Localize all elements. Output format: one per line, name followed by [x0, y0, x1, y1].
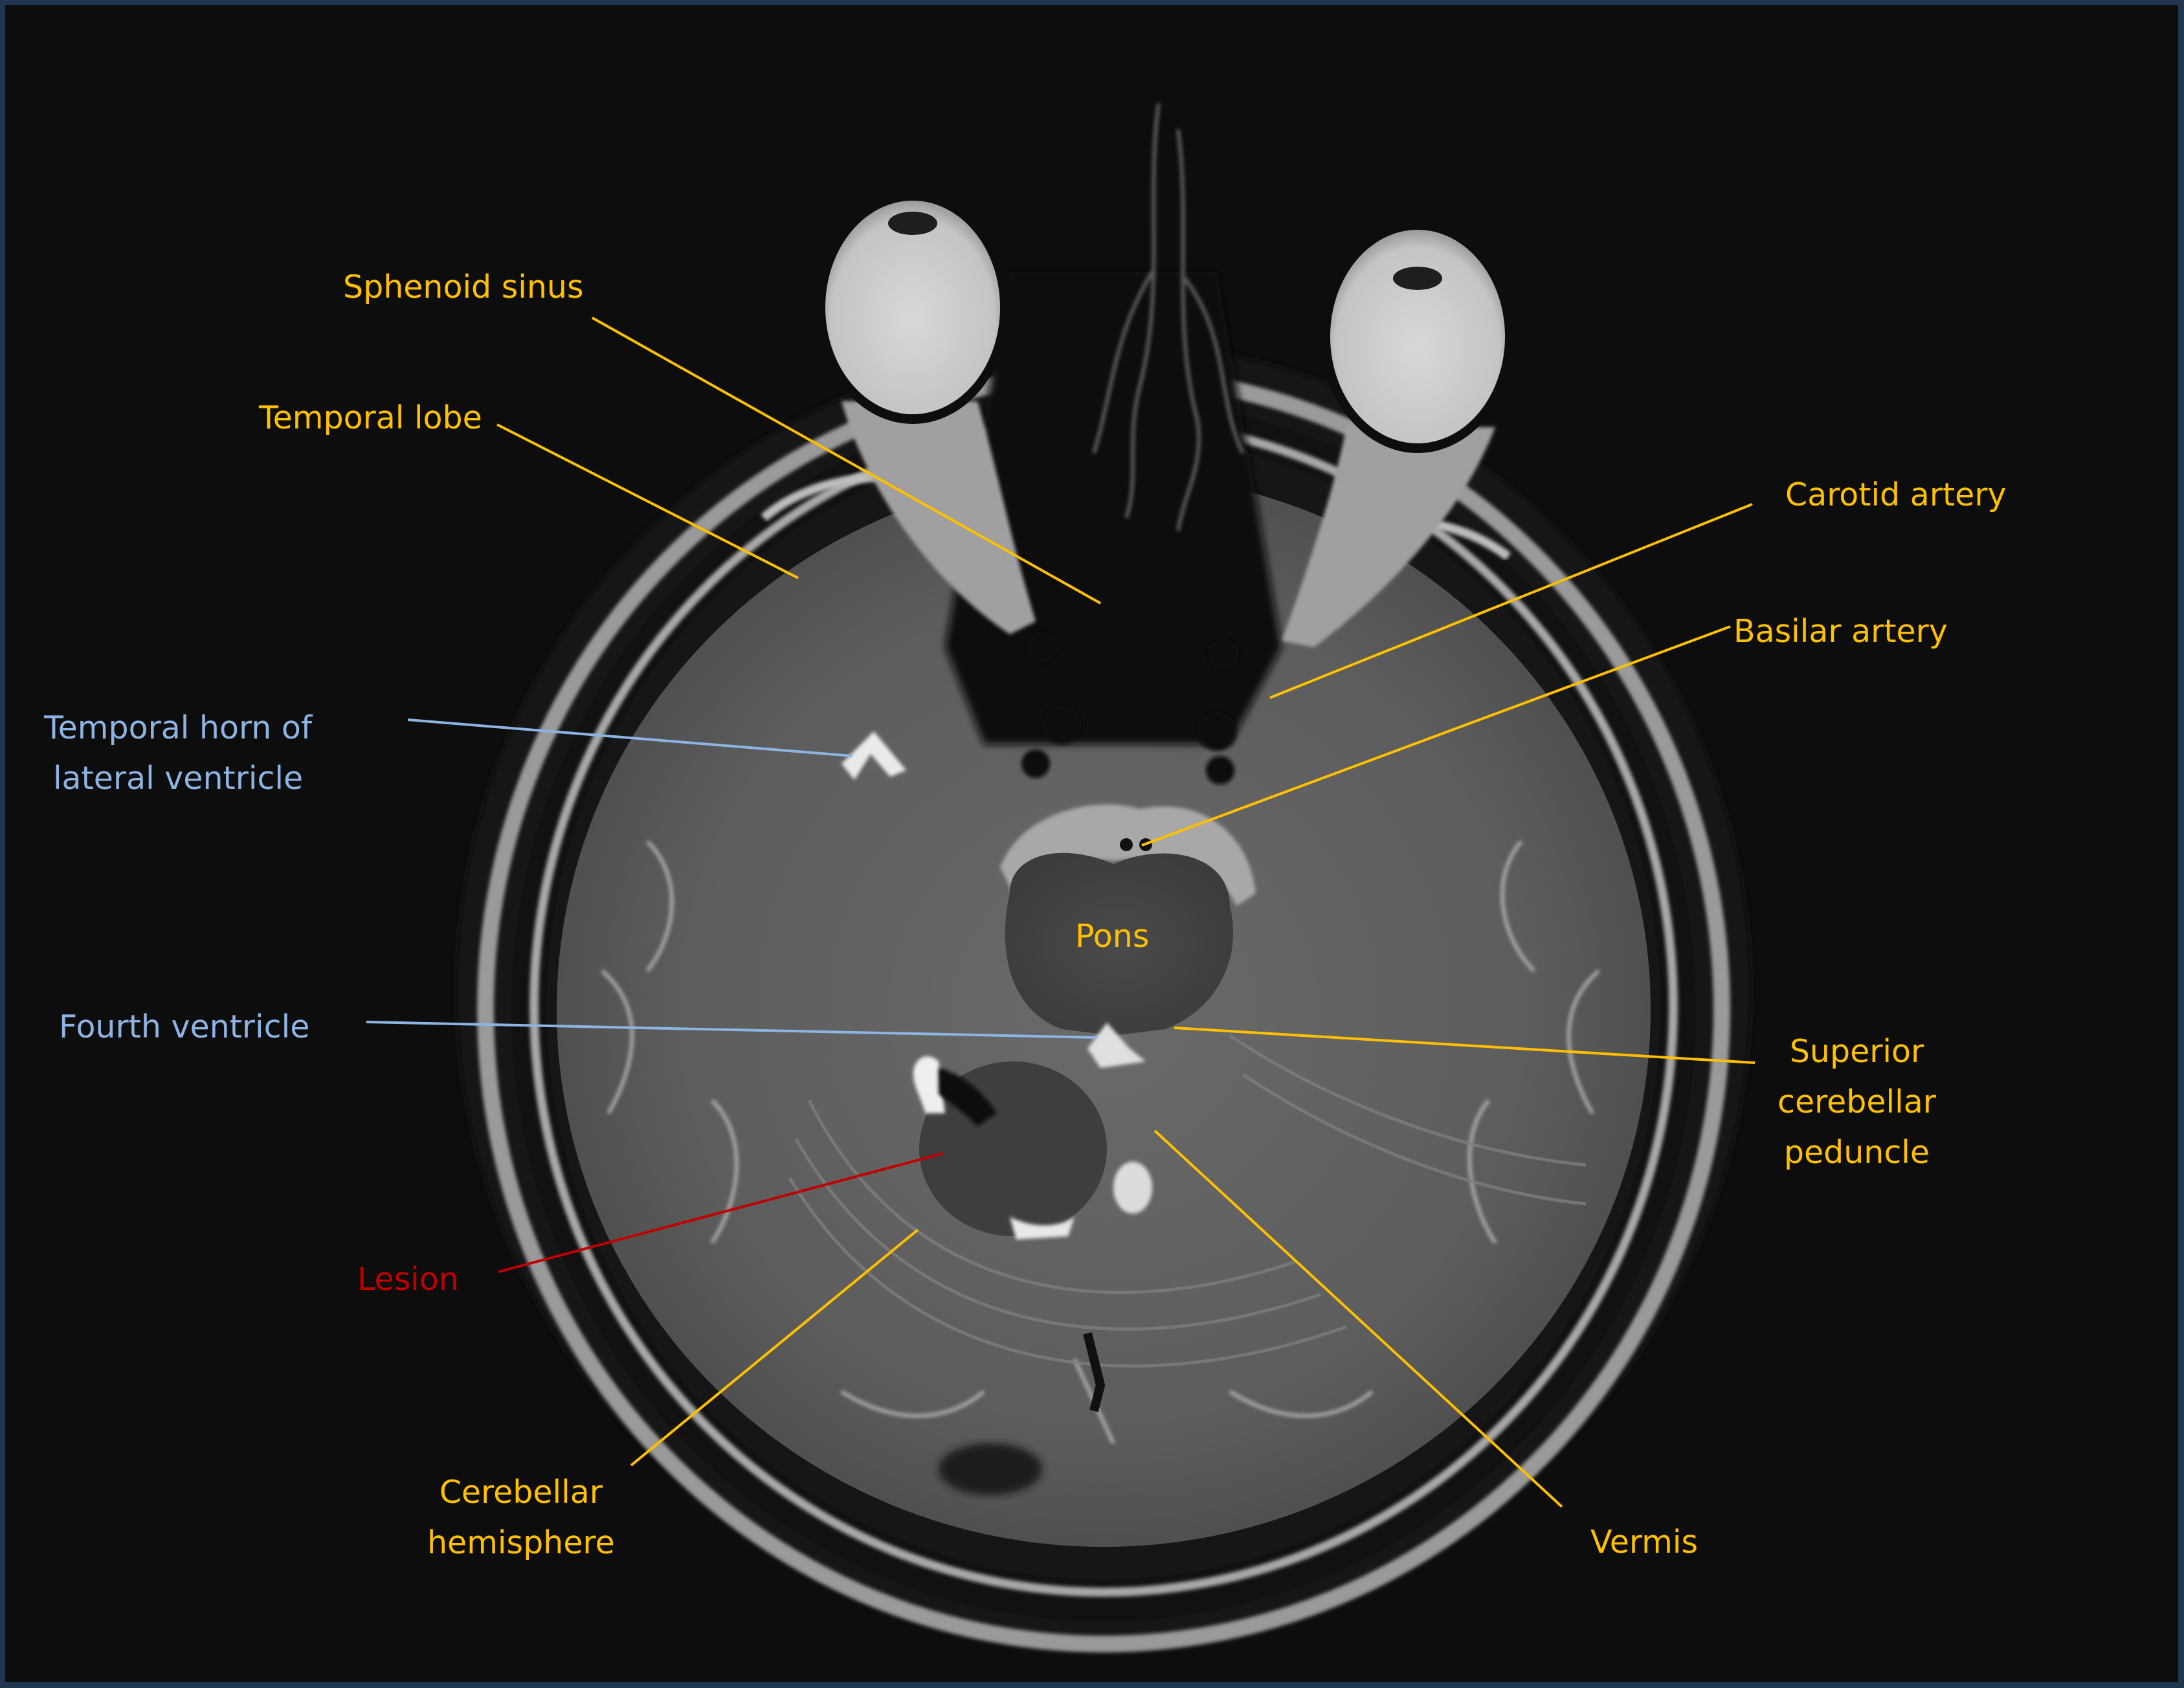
right-orbit [1282, 214, 1515, 647]
leader-line-lesion [498, 1152, 944, 1273]
leader-line-cerebellar-hemisphere [630, 1228, 919, 1467]
leader-line-vermis [1153, 1129, 1563, 1508]
label-scp-line2: cerebellar [1777, 1083, 1936, 1120]
label-sphenoid-sinus-text: Sphenoid sinus [343, 269, 584, 305]
label-sphenoid-sinus: Sphenoid sinus [343, 262, 584, 313]
leader-line-superior-cerebellar-peduncle [1174, 1027, 1755, 1064]
label-cerebellar-hemisphere-line2: hemisphere [427, 1524, 615, 1561]
label-pons: Pons [1075, 911, 1149, 962]
label-temporal-horn-line1: Temporal horn of [44, 709, 313, 746]
label-temporal-lobe-text: Temporal lobe [259, 399, 482, 436]
leader-lines [366, 316, 1755, 1508]
label-cerebellar-hemisphere-line1: Cerebellar [439, 1474, 603, 1511]
label-pons-text: Pons [1075, 918, 1150, 955]
label-carotid-artery-text: Carotid artery [1785, 476, 2007, 513]
label-fourth-ventricle-text: Fourth ventricle [59, 1008, 310, 1045]
label-temporal-horn: Temporal horn of lateral ventricle [44, 703, 312, 804]
label-scp-line3: peduncle [1783, 1134, 1930, 1171]
temporal-horn-structure [841, 731, 906, 780]
pons-structure [1005, 852, 1234, 1036]
leader-line-temporal-lobe [496, 423, 799, 579]
label-fourth-ventricle: Fourth ventricle [59, 1002, 309, 1052]
leader-line-carotid-artery [1269, 503, 1753, 699]
fourth-ventricle-structure [1087, 1023, 1146, 1068]
label-superior-cerebellar-peduncle: Superior cerebellar peduncle [1777, 1027, 1936, 1178]
label-cerebellar-hemisphere: Cerebellar hemisphere [427, 1467, 615, 1568]
label-basilar-artery-text: Basilar artery [1733, 613, 1948, 650]
label-vermis-text: Vermis [1590, 1524, 1699, 1560]
left-eye [825, 201, 1000, 414]
label-temporal-lobe: Temporal lobe [259, 393, 482, 443]
leader-line-sphenoid-sinus [592, 316, 1101, 605]
label-basilar-artery: Basilar artery [1733, 606, 1948, 657]
label-carotid-artery: Carotid artery [1785, 470, 2006, 520]
mri-scan-image [366, 103, 1755, 1652]
right-eye [1330, 230, 1505, 443]
left-orbit [816, 184, 1036, 634]
sphenoid-sinus-region [945, 272, 1282, 744]
label-vermis: Vermis [1590, 1517, 1698, 1568]
label-temporal-horn-line2: lateral ventricle [52, 760, 304, 797]
leader-line-temporal-horn [407, 718, 853, 757]
label-lesion-text: Lesion [357, 1261, 459, 1298]
label-scp-line1: Superior [1789, 1033, 1924, 1070]
label-lesion: Lesion [357, 1254, 459, 1305]
leader-line-fourth-ventricle [366, 1021, 1097, 1039]
leader-line-basilar-artery [1141, 625, 1731, 847]
lesion-structure [913, 1056, 1152, 1239]
figure-frame: Sphenoid sinus Temporal lobe Carotid art… [5, 5, 2178, 1682]
